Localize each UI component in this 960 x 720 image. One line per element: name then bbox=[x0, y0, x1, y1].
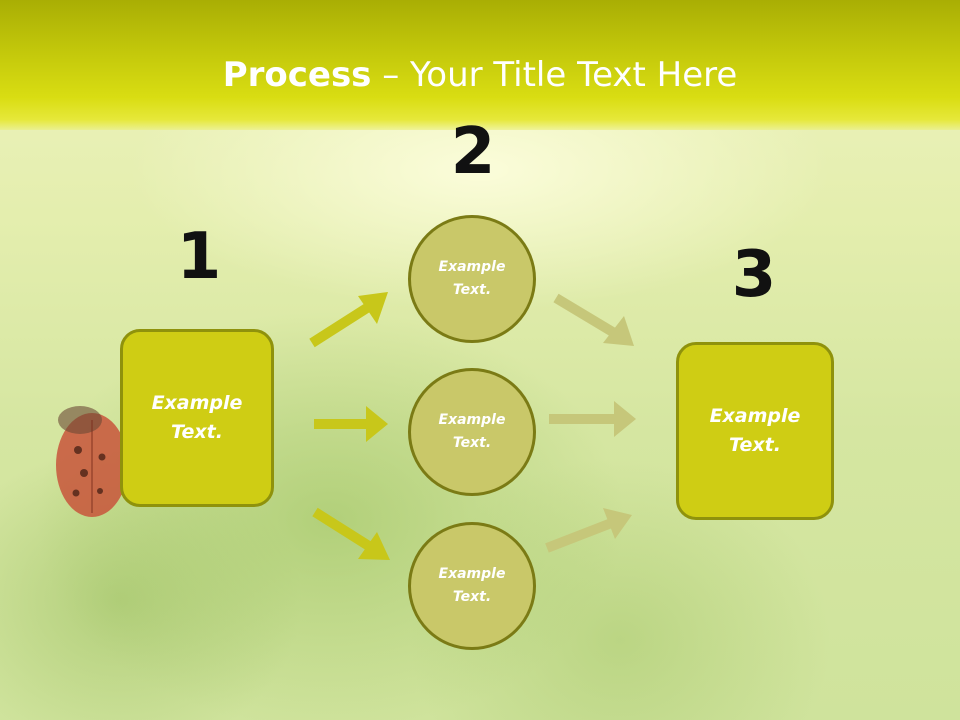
step-1-number: 1 bbox=[176, 220, 222, 294]
arrow-2b-to-3 bbox=[549, 401, 636, 437]
arrow-1-to-2a bbox=[309, 292, 388, 348]
arrow-1-to-2b bbox=[314, 406, 388, 442]
step-2-number: 2 bbox=[450, 115, 496, 189]
step-2-text-middle: Example Text. bbox=[438, 412, 506, 451]
step-2-text-bottom: Example Text. bbox=[438, 566, 506, 605]
title-bold: Process bbox=[222, 55, 372, 95]
arrow-2c-to-3 bbox=[545, 508, 632, 553]
title-banner bbox=[0, 0, 960, 130]
step-2-circle-top: Example Text. bbox=[408, 215, 536, 343]
step-1-box: Example Text. bbox=[120, 329, 274, 507]
step-3-box: Example Text. bbox=[676, 342, 834, 520]
step-3-text: Example Text. bbox=[709, 405, 801, 456]
ladybug-image bbox=[56, 406, 128, 517]
arrow-2a-to-3 bbox=[553, 293, 634, 346]
step-3-number: 3 bbox=[731, 238, 777, 312]
step-2-circle-bottom: Example Text. bbox=[408, 522, 536, 650]
step-2-circle-middle: Example Text. bbox=[408, 368, 536, 496]
title-rest: – Your Title Text Here bbox=[371, 55, 738, 95]
slide-title: Process – Your Title Text Here bbox=[0, 52, 960, 98]
arrow-1-to-2c bbox=[312, 507, 390, 560]
step-2-text-top: Example Text. bbox=[438, 259, 506, 298]
step-1-text: Example Text. bbox=[151, 392, 243, 443]
